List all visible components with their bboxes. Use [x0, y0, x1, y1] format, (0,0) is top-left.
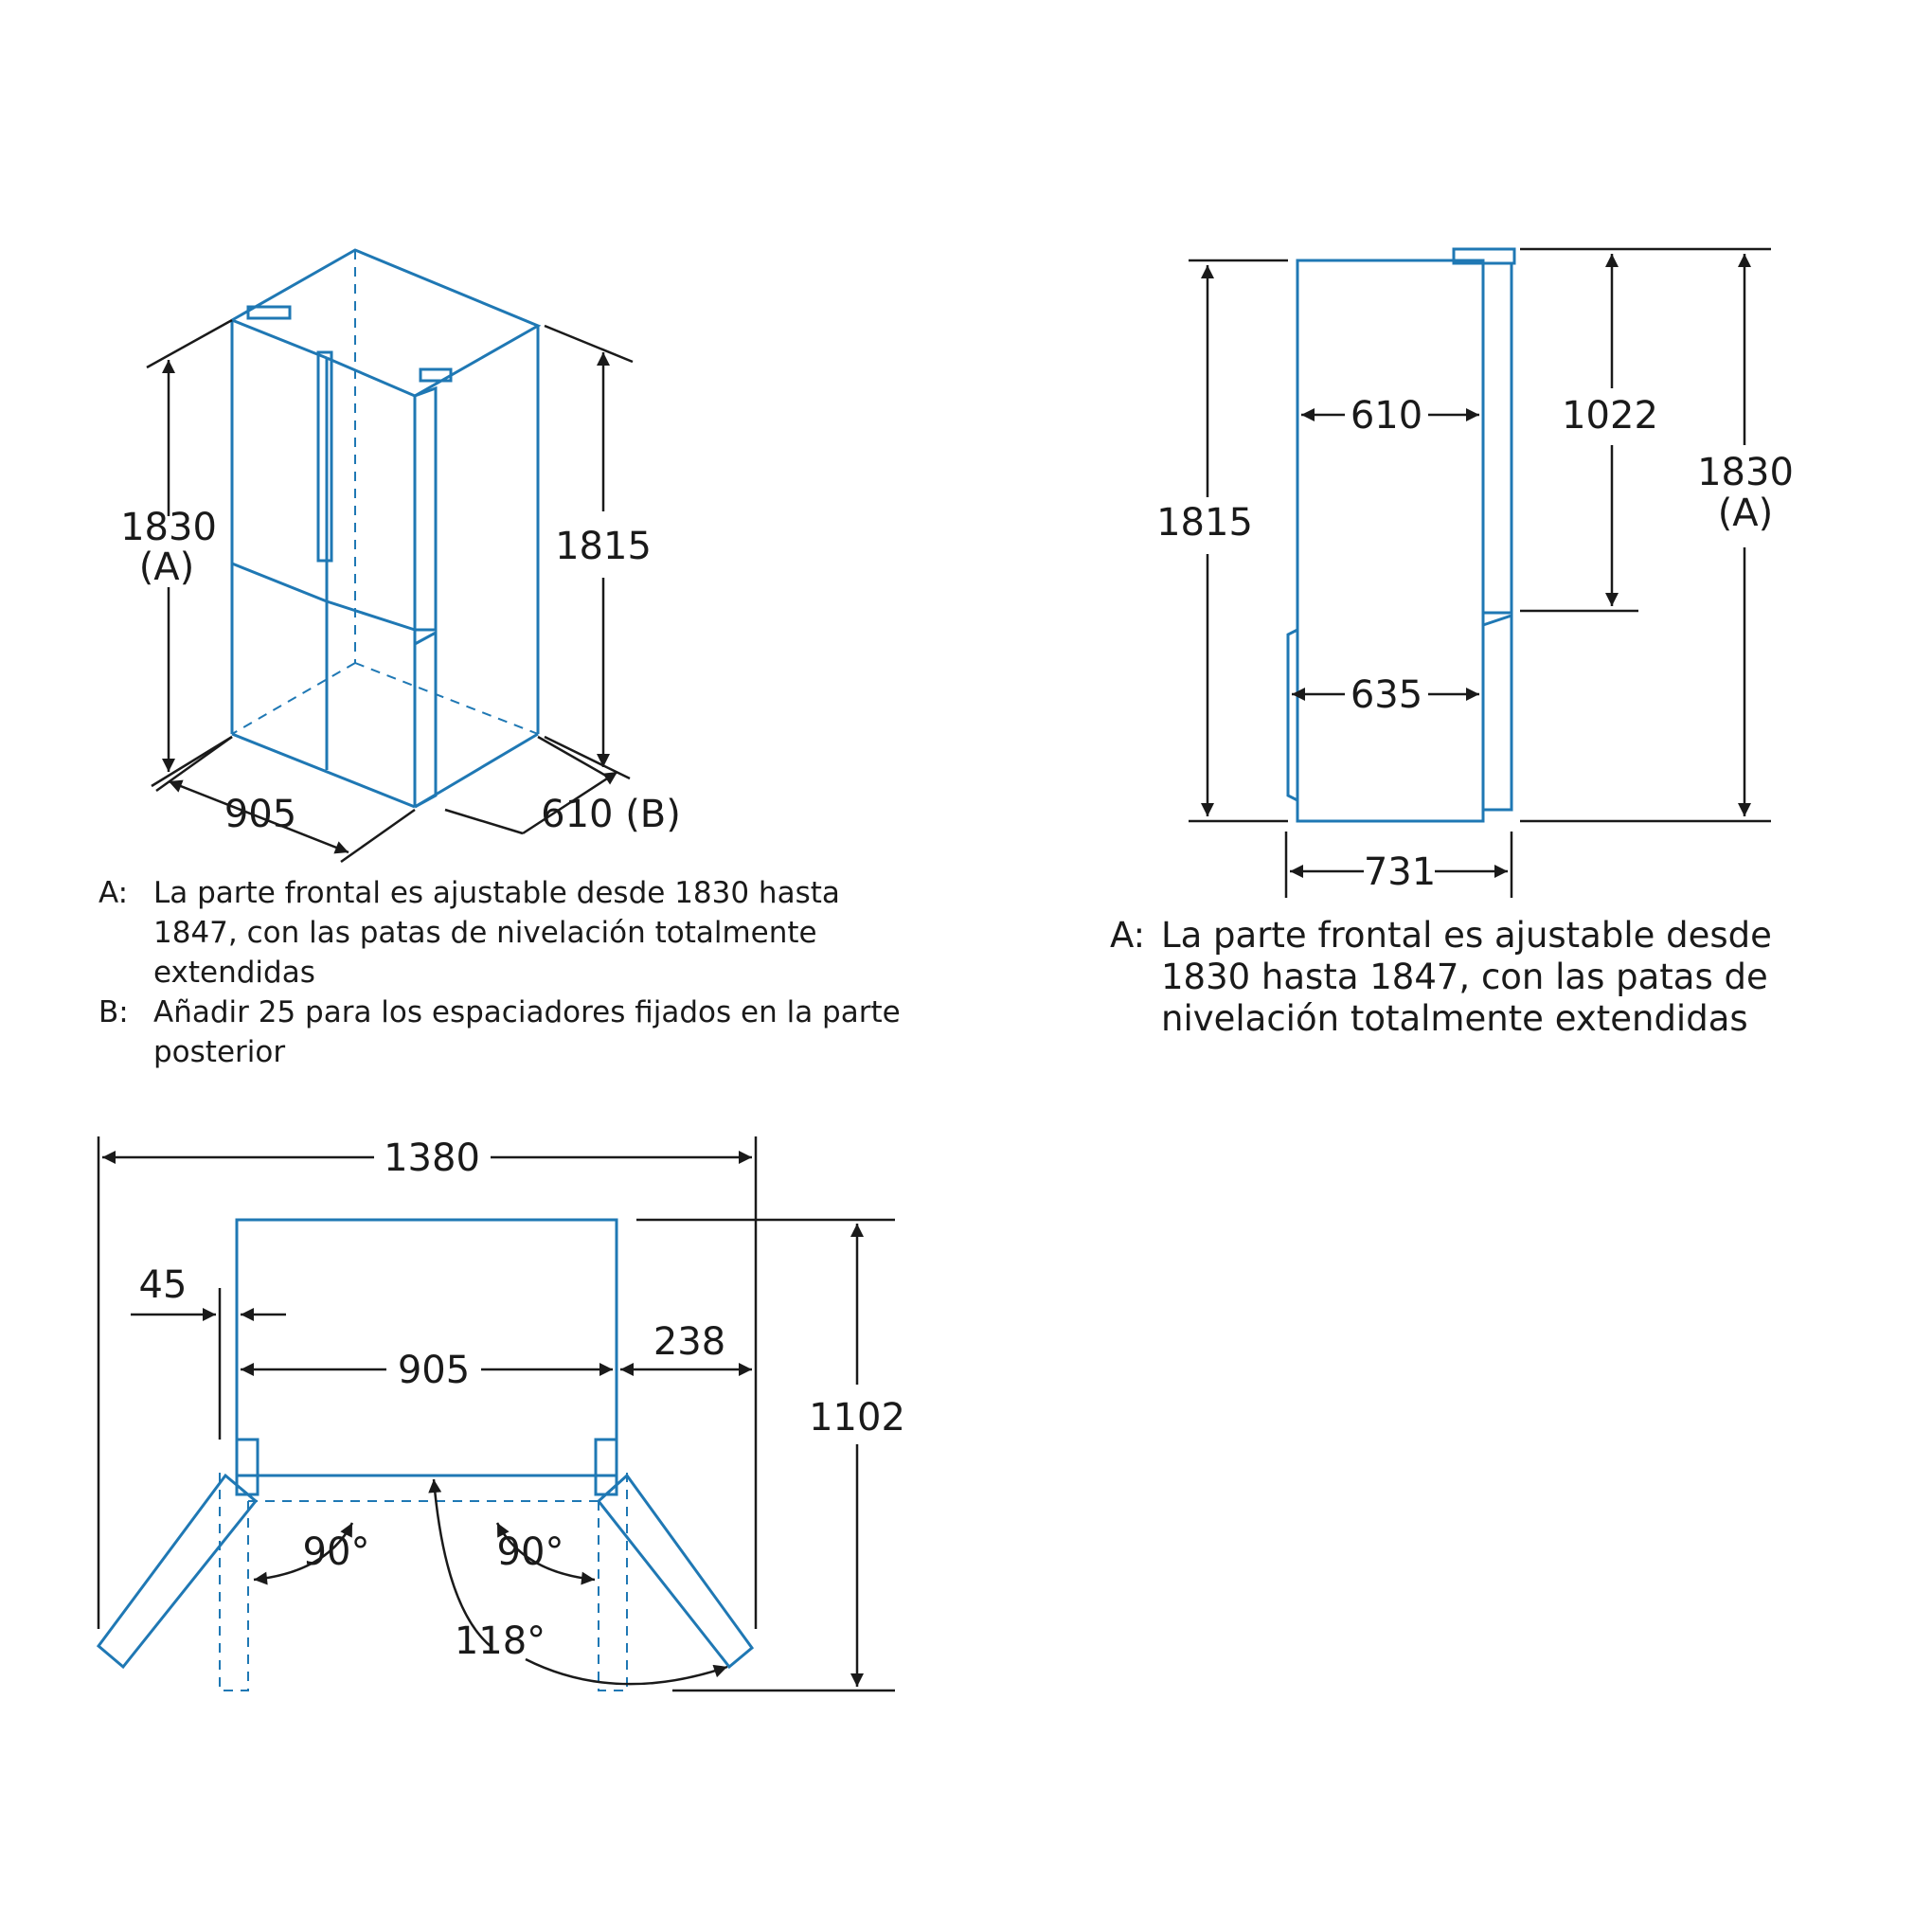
iso-height-front-note: (A) [139, 546, 195, 589]
iso-depth-label: 610 (B) [541, 793, 681, 836]
isometric-dimensions [146, 318, 634, 864]
iso-door-top-left [231, 318, 328, 360]
iso-note-a-text: La parte frontal es ajustable desde 1830… [153, 876, 840, 990]
iso-note-b-key: B: [98, 995, 129, 1029]
top-body-width-label: 905 [398, 1349, 470, 1392]
top-left-clearance-label: 45 [139, 1263, 188, 1307]
side-door-top-cap [1452, 247, 1516, 265]
iso-door-edge [414, 385, 438, 632]
isometric-view [230, 248, 542, 809]
iso-handle-left [316, 350, 333, 563]
top-angle-right-label: 90° [497, 1530, 564, 1574]
iso-width-label: 905 [224, 793, 296, 836]
side-depth-lower-label: 635 [1351, 673, 1422, 717]
top-angle-left-label: 90° [303, 1530, 370, 1574]
iso-door-top-right [326, 356, 416, 398]
iso-handle-top-left [246, 305, 292, 320]
top-right-clearance-label: 238 [653, 1320, 725, 1364]
iso-height-back-label: 1815 [555, 525, 652, 568]
side-view [1286, 247, 1516, 823]
top-door-open-left [96, 1473, 259, 1670]
iso-note-a-key: A: [98, 876, 129, 910]
side-note-a: A: La parte frontal es ajustable desde 1… [1110, 915, 1868, 1040]
iso-bottom-front [231, 732, 416, 809]
iso-notes: A: La parte frontal es ajustable desde 1… [98, 873, 932, 1072]
iso-drawer-edge [414, 630, 438, 809]
side-depth-upper-label: 610 [1351, 394, 1422, 438]
iso-door-split-horizontal [231, 562, 416, 632]
top-angle-open-arc [428, 1478, 493, 1649]
side-height-front-label: 1830 [1697, 451, 1794, 494]
iso-note-b: B: Añadir 25 para los espaciadores fijad… [98, 993, 932, 1072]
iso-depth-line [444, 808, 524, 835]
top-angle-open-label: 118° [455, 1619, 546, 1663]
iso-note-a: A: La parte frontal es ajustable desde 1… [98, 873, 932, 993]
top-dimensions [97, 1136, 895, 1692]
iso-note-b-text: Añadir 25 para los espaciadores fijados … [153, 995, 901, 1069]
side-door-upper [1483, 261, 1513, 615]
top-angle-right-arc [495, 1522, 596, 1585]
top-closed-doors [219, 1473, 628, 1691]
top-body [235, 1218, 618, 1477]
side-height-back-label: 1815 [1156, 501, 1253, 545]
side-height-front-note: (A) [1718, 492, 1774, 535]
side-door-height-label: 1022 [1562, 394, 1658, 438]
top-overall-width-label: 1380 [384, 1136, 480, 1180]
side-dimensions [1189, 247, 1771, 898]
side-drawer [1482, 613, 1513, 812]
top-view [96, 1218, 755, 1691]
side-back-bump [1286, 628, 1298, 802]
iso-handle-top-right [419, 367, 453, 383]
side-depth-total-label: 731 [1364, 850, 1436, 894]
side-note-a-text: La parte frontal es ajustable desde 1830… [1161, 915, 1772, 1039]
top-angle-left-arc [253, 1522, 354, 1585]
iso-top-face [231, 248, 542, 398]
side-note-a-key: A: [1110, 915, 1146, 956]
iso-height-front-label: 1830 [120, 506, 217, 549]
top-door-open-right [596, 1473, 755, 1670]
side-notes: A: La parte frontal es ajustable desde 1… [1110, 915, 1868, 1040]
iso-width-line [168, 779, 349, 854]
top-overall-depth-label: 1102 [809, 1396, 905, 1440]
side-body [1296, 259, 1485, 823]
iso-hidden-edges [231, 250, 539, 735]
